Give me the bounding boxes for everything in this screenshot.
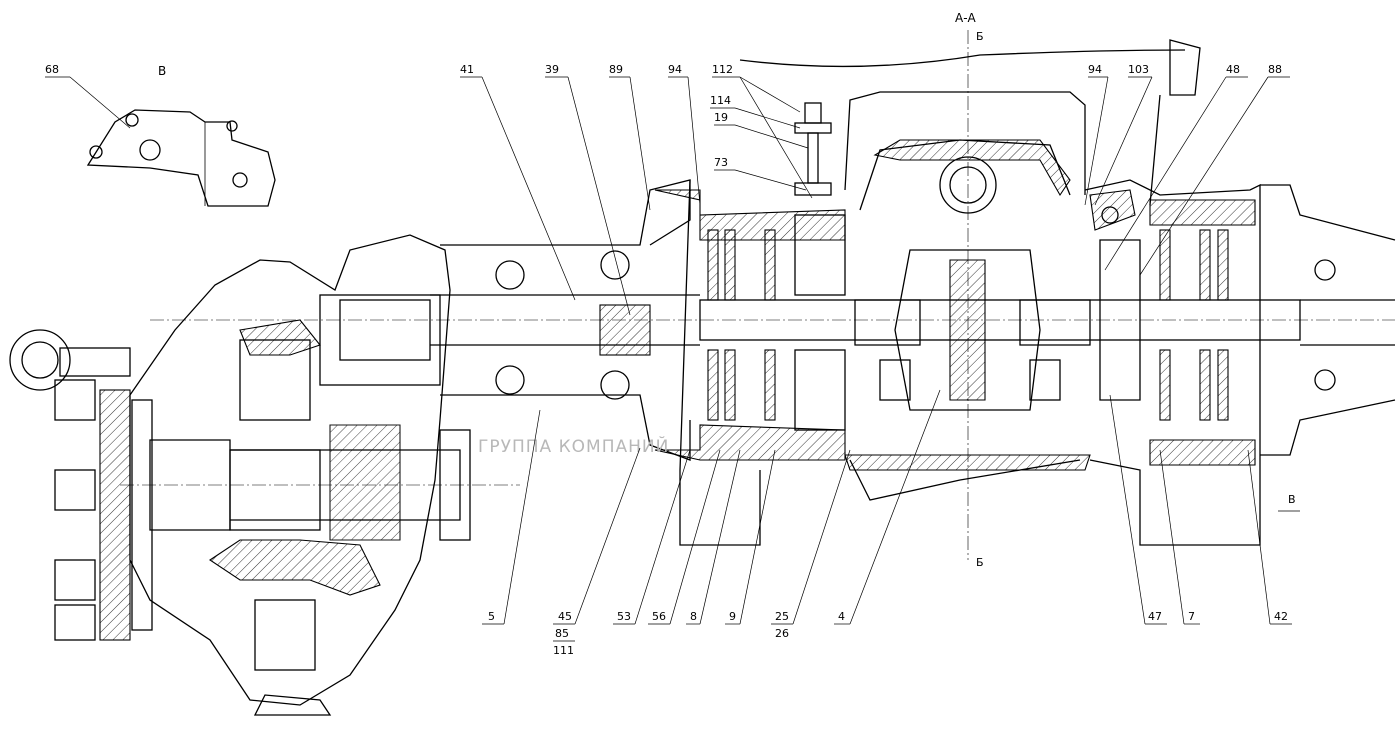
callout-5: 5 xyxy=(488,610,495,623)
callout-48: 48 xyxy=(1226,63,1240,76)
top-callouts: 68 41 39 89 94 112 114 19 73 94 103 48 8… xyxy=(45,63,1290,316)
callout-9: 9 xyxy=(729,610,736,623)
section-mark-top: Б xyxy=(976,30,984,43)
callout-68: 68 xyxy=(45,63,59,76)
center-differential xyxy=(844,91,1091,501)
section-mark-bottom: Б xyxy=(976,556,984,569)
callout-103: 103 xyxy=(1128,63,1149,76)
callout-53: 53 xyxy=(617,610,631,623)
section-title: А-А xyxy=(955,11,977,25)
callout-94-left: 94 xyxy=(668,63,682,76)
callout-85: 85 xyxy=(555,627,569,640)
view-b-detail xyxy=(86,109,276,207)
callout-112: 112 xyxy=(712,63,733,76)
breather-assembly xyxy=(794,102,832,196)
left-brake-pack xyxy=(654,179,846,546)
callout-19: 19 xyxy=(714,111,728,124)
callout-114: 114 xyxy=(710,94,731,107)
callout-94-right: 94 xyxy=(1088,63,1102,76)
callout-4: 4 xyxy=(838,610,845,623)
callout-111: 111 xyxy=(553,644,574,657)
watermark: ГРУППА КОМПАНИЙ xyxy=(478,435,669,457)
callout-47: 47 xyxy=(1148,610,1162,623)
callout-26: 26 xyxy=(775,627,789,640)
callout-45: 45 xyxy=(558,610,572,623)
callout-56: 56 xyxy=(652,610,666,623)
callout-73: 73 xyxy=(714,156,728,169)
right-axle-tube xyxy=(739,39,1396,456)
callout-39: 39 xyxy=(545,63,559,76)
input-flange xyxy=(9,329,471,641)
callout-89: 89 xyxy=(609,63,623,76)
callout-88: 88 xyxy=(1268,63,1282,76)
callout-42: 42 xyxy=(1274,610,1288,623)
left-final-drive xyxy=(129,234,451,716)
bottom-callouts: 5 45 85 111 53 56 8 9 25 26 4 47 7 42 xyxy=(482,389,1292,657)
callout-25: 25 xyxy=(775,610,789,623)
callout-8: 8 xyxy=(690,610,697,623)
callout-41: 41 xyxy=(460,63,474,76)
right-brake-pack xyxy=(1084,179,1261,546)
callout-7: 7 xyxy=(1188,610,1195,623)
axle-tube xyxy=(430,179,1301,461)
view-b-title: В xyxy=(158,64,166,78)
view-b-arrow-label: В xyxy=(1288,493,1296,506)
